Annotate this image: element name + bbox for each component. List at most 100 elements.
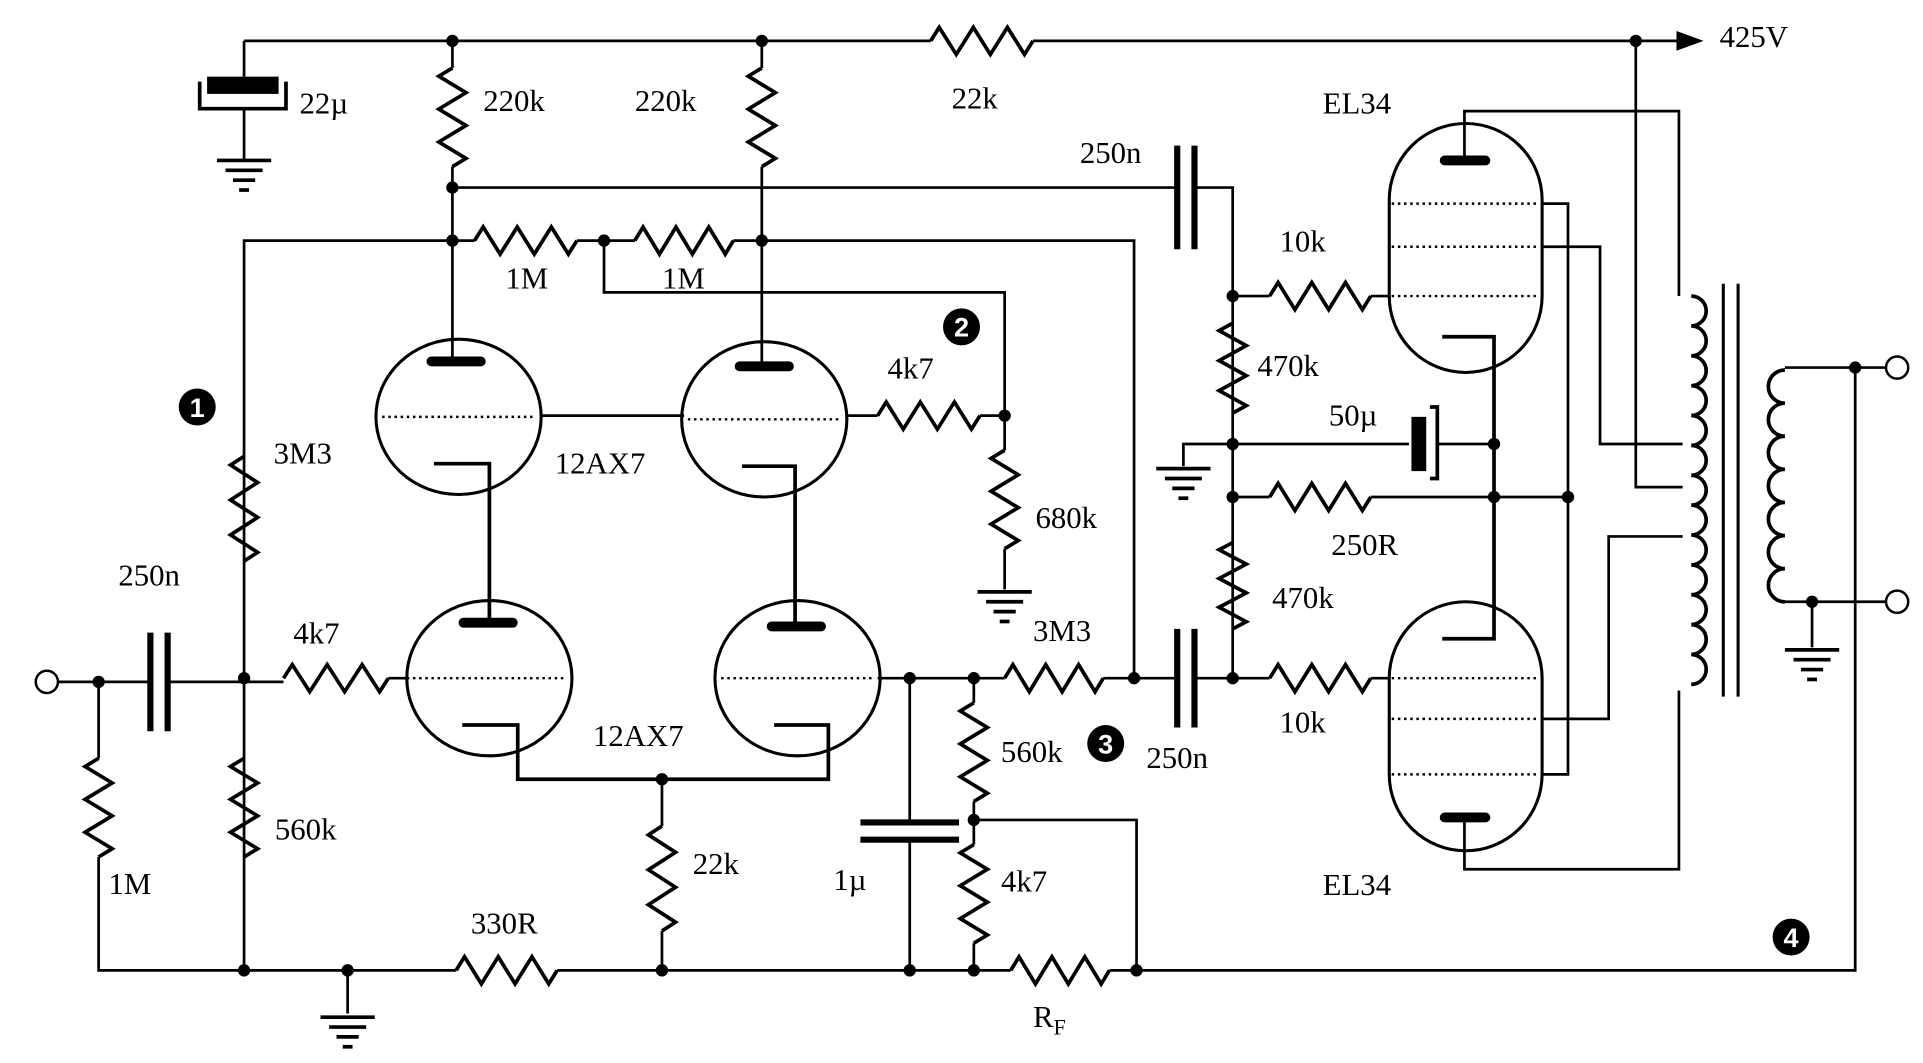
wire xyxy=(97,856,457,972)
marker-4: 4 xyxy=(1772,918,1810,956)
junction-dot xyxy=(1226,490,1239,504)
label-12ax7-lower: 12AX7 xyxy=(593,719,684,753)
label-4k7-div: 4k7 xyxy=(1001,864,1047,898)
junction-dot xyxy=(237,672,251,685)
label-220k-left: 220k xyxy=(483,84,545,118)
wire xyxy=(602,240,1007,451)
junction-dot xyxy=(237,964,251,977)
resistor xyxy=(227,454,262,563)
junction-dot xyxy=(1849,361,1862,374)
resistor xyxy=(956,701,991,804)
tube-envelope xyxy=(1387,600,1544,853)
wire xyxy=(1463,690,1681,871)
label-22k-supply: 22k xyxy=(952,82,999,116)
triode-tube xyxy=(713,598,882,758)
wire xyxy=(242,239,475,679)
resistor xyxy=(1268,278,1373,314)
label-1M-right: 1M xyxy=(662,262,705,296)
junction-dot xyxy=(1226,289,1239,303)
resistor xyxy=(473,223,579,258)
label-250n-input: 250n xyxy=(118,559,180,593)
tube-envelope xyxy=(405,598,574,758)
resistor xyxy=(644,824,679,933)
resistor xyxy=(1215,321,1251,415)
label-680k: 680k xyxy=(1035,501,1097,535)
label-12ax7-upper: 12AX7 xyxy=(555,447,646,481)
label-470k-top: 470k xyxy=(1257,349,1319,383)
resistor xyxy=(81,756,116,859)
wire xyxy=(1540,245,1683,446)
label-1u: 1µ xyxy=(833,863,866,897)
ground-icon xyxy=(1784,647,1840,682)
resistor xyxy=(1268,479,1373,515)
resistor xyxy=(633,223,736,258)
junction-dot xyxy=(967,964,980,977)
label-1M-left: 1M xyxy=(505,262,548,296)
output-terminal xyxy=(1884,355,1910,380)
label-el34-bottom: EL34 xyxy=(1323,868,1391,902)
transformer-winding xyxy=(1766,368,1786,604)
svg-text:2: 2 xyxy=(954,312,969,343)
tube-envelope xyxy=(713,598,882,758)
capacitor-plate xyxy=(1411,416,1427,472)
pentode-tube xyxy=(1387,600,1544,853)
wire xyxy=(1634,40,1683,489)
ground-icon xyxy=(320,1015,375,1049)
label-330R: 330R xyxy=(471,906,538,940)
resistor xyxy=(956,843,991,945)
label-4k7-input: 4k7 xyxy=(293,617,339,651)
wire xyxy=(973,818,1138,971)
resistor xyxy=(744,66,779,169)
input-terminal xyxy=(34,669,60,695)
resistor xyxy=(987,448,1022,551)
resistor xyxy=(1268,661,1373,696)
resistor xyxy=(876,398,982,433)
wire xyxy=(1194,186,1235,679)
tube-envelope xyxy=(1387,122,1544,374)
wire xyxy=(1540,535,1683,721)
pentode-tube xyxy=(1387,122,1544,641)
label-1M-input: 1M xyxy=(108,867,151,901)
wire xyxy=(733,239,1136,679)
label-22k-tail: 22k xyxy=(693,847,740,881)
resistor xyxy=(454,953,559,988)
resistor xyxy=(435,66,470,169)
marker-1: 1 xyxy=(178,388,216,426)
triode-tube xyxy=(405,598,831,782)
label-22u: 22µ xyxy=(300,87,349,121)
labels: 425V 22µ 220k 220k 22k EL34 250n 10k 1M … xyxy=(108,20,1788,1039)
wire xyxy=(1182,442,1233,467)
junction-dot xyxy=(1130,964,1143,977)
label-4k7-mid: 4k7 xyxy=(888,352,934,386)
supply-voltage-label: 425V xyxy=(1720,20,1788,54)
tube-cathode xyxy=(462,723,831,782)
svg-text:3: 3 xyxy=(1098,728,1113,759)
resistor xyxy=(1009,953,1112,988)
triode-tube xyxy=(680,340,849,627)
wire xyxy=(1540,202,1570,776)
label-560k-div: 560k xyxy=(1001,735,1063,769)
label-3M3-upper: 3M3 xyxy=(274,437,332,471)
label-el34-top: EL34 xyxy=(1323,87,1391,121)
capacitor-plate xyxy=(207,76,279,94)
junction-dot xyxy=(755,34,768,48)
capacitor-plate xyxy=(1429,405,1440,481)
junction-dot xyxy=(1805,595,1819,608)
output-terminal xyxy=(1884,589,1910,615)
ground-icon xyxy=(1156,466,1211,501)
wire xyxy=(1109,367,1857,972)
label-560k-input: 560k xyxy=(275,813,337,847)
tube-cathode xyxy=(742,464,797,627)
junction-dot xyxy=(1127,672,1141,685)
tube-envelope xyxy=(680,340,849,499)
resistor xyxy=(226,756,262,859)
junction-dot xyxy=(903,964,916,977)
resistor xyxy=(929,23,1035,58)
tube-envelope xyxy=(374,337,543,497)
label-470k-bottom: 470k xyxy=(1272,581,1334,615)
label-250n-top: 250n xyxy=(1080,136,1142,170)
junction-dot xyxy=(1226,672,1239,685)
label-10k-bottom: 10k xyxy=(1280,705,1327,739)
label-250n-bottom: 250n xyxy=(1146,741,1208,775)
